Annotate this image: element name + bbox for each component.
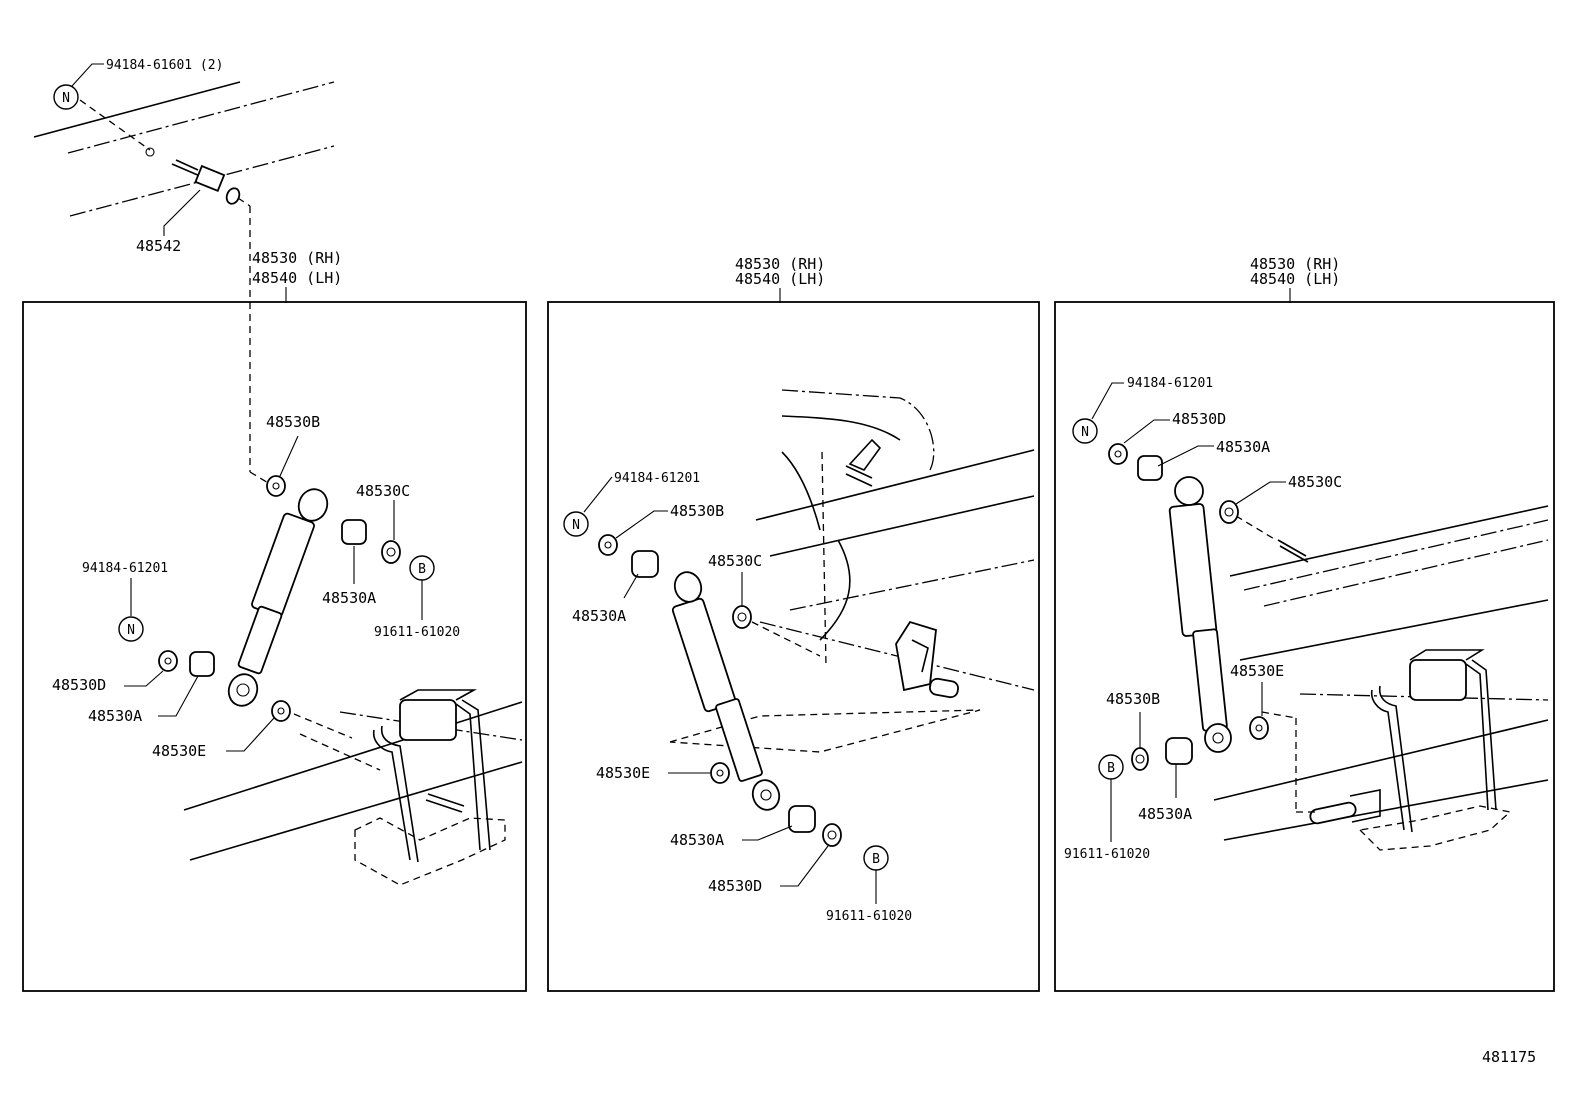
- panel-1-label-a-top: 48530A: [322, 589, 376, 607]
- panel-2-label-bolt-part: 91611-61020: [826, 909, 912, 924]
- panel-1-header-rh: 48530 (RH): [252, 249, 342, 267]
- panel-1-label-c-top: 48530C: [356, 482, 410, 500]
- panel-2-frame: [547, 301, 1040, 992]
- clip-part-label: 94184-61601 (2): [106, 58, 223, 73]
- top-assembly: N 94184-61601 (2) 48542: [33, 58, 335, 485]
- panel-3-shock-absorber: [1168, 476, 1232, 753]
- panel-3-washer-e: [1249, 716, 1269, 740]
- panel-3-label-e-low: 48530E: [1230, 662, 1284, 680]
- panel-3-label-nut-part: 94184-61201: [1127, 376, 1213, 391]
- panel-1-label-nut-part: 94184-61201: [82, 561, 168, 576]
- clip-symbol-n: N: [53, 84, 79, 110]
- panel-2-header-lh: 48540 (LH): [735, 270, 825, 288]
- panel-1: 48530 (RH) 48540 (LH): [22, 249, 527, 992]
- panel-2-label-e-low: 48530E: [596, 764, 650, 782]
- panel-2-label-b-top: 48530B: [670, 502, 724, 520]
- panel-3-spring-bracket: [1309, 649, 1512, 851]
- panel-1-label-a-low: 48530A: [88, 707, 142, 725]
- panel-2-header-rh: 48530 (RH): [735, 255, 825, 273]
- panel-2-label-a-top: 48530A: [572, 607, 626, 625]
- panel-2-label-d-low: 48530D: [708, 877, 762, 895]
- panel-1-label-d-low: 48530D: [52, 676, 106, 694]
- figure-number: 481175: [1482, 1048, 1536, 1066]
- svg-text:B: B: [1107, 761, 1115, 776]
- panel-2-bushing-a-top: [631, 550, 659, 578]
- panel-3-header-rh: 48530 (RH): [1250, 255, 1340, 273]
- panel-1-nut-symbol-n: N: [118, 616, 144, 642]
- panel-1-spring-bracket: [354, 689, 506, 886]
- panel-3-frame: [1054, 301, 1555, 992]
- panel-2-bushing-a-low: [788, 805, 816, 833]
- panel-1-header-lh: 48540 (LH): [252, 269, 342, 287]
- svg-text:B: B: [872, 852, 880, 867]
- panel-3-label-b-low: 48530B: [1106, 690, 1160, 708]
- stud-48542: [171, 159, 241, 205]
- panel-1-bolt-symbol-b: B: [409, 555, 435, 581]
- panel-2-lower-bracket: [895, 620, 959, 699]
- svg-text:N: N: [127, 623, 135, 638]
- panel-1-nut-c: [381, 540, 401, 564]
- panel-3-label-a-low: 48530A: [1138, 805, 1192, 823]
- svg-text:B: B: [418, 562, 426, 577]
- panel-3-label-a-top: 48530A: [1216, 438, 1270, 456]
- panel-1-frame: [22, 301, 527, 992]
- panel-2-nut-symbol-n: N: [563, 511, 589, 537]
- panel-1-washer-e: [271, 700, 291, 722]
- panel-3-nut-c: [1219, 500, 1239, 524]
- panel-3-nut-symbol-n: N: [1072, 418, 1098, 444]
- panel-2-washer-b: [598, 534, 618, 556]
- panel-3-header-lh: 48540 (LH): [1250, 270, 1340, 288]
- panel-3-label-c-top: 48530C: [1288, 473, 1342, 491]
- svg-text:N: N: [62, 91, 70, 106]
- panel-3-washer-d: [1108, 443, 1128, 465]
- panel-1-label-b-top: 48530B: [266, 413, 320, 431]
- panel-2-washer-e: [710, 762, 730, 784]
- stud-part-label: 48542: [136, 237, 181, 255]
- panel-3-bushing-a-low: [1165, 737, 1193, 765]
- svg-text:N: N: [1081, 425, 1089, 440]
- panel-1-bushing-a-low: [189, 651, 215, 677]
- panel-1-label-bolt-part: 91611-61020: [374, 625, 460, 640]
- panel-2-label-c-top: 48530C: [708, 552, 762, 570]
- panel-2-bolt-symbol-b: B: [863, 845, 889, 871]
- panel-3-nut-b: [1131, 747, 1149, 771]
- panel-2-nut-c: [732, 605, 752, 629]
- panel-2: 48530 (RH) 48540 (LH): [547, 255, 1040, 992]
- panel-2-washer-d: [822, 823, 842, 847]
- panel-3-bushing-a-top: [1137, 455, 1163, 481]
- panel-1-shock-absorber: [227, 488, 329, 707]
- panel-1-label-e-low: 48530E: [152, 742, 206, 760]
- panel-3: 48530 (RH) 48540 (LH): [1054, 255, 1555, 992]
- panel-2-shock-absorber: [671, 571, 781, 811]
- panel-1-washer-d: [158, 650, 178, 672]
- svg-text:N: N: [572, 518, 580, 533]
- panel-3-bolt-symbol-b: B: [1098, 754, 1124, 780]
- panel-3-label-bolt-part: 91611-61020: [1064, 847, 1150, 862]
- panel-2-label-a-low: 48530A: [670, 831, 724, 849]
- panel-1-bushing-a-top: [341, 519, 367, 545]
- panel-1-washer-b: [266, 475, 286, 497]
- panel-3-label-d-top: 48530D: [1172, 410, 1226, 428]
- panel-2-label-nut-part: 94184-61201: [614, 471, 700, 486]
